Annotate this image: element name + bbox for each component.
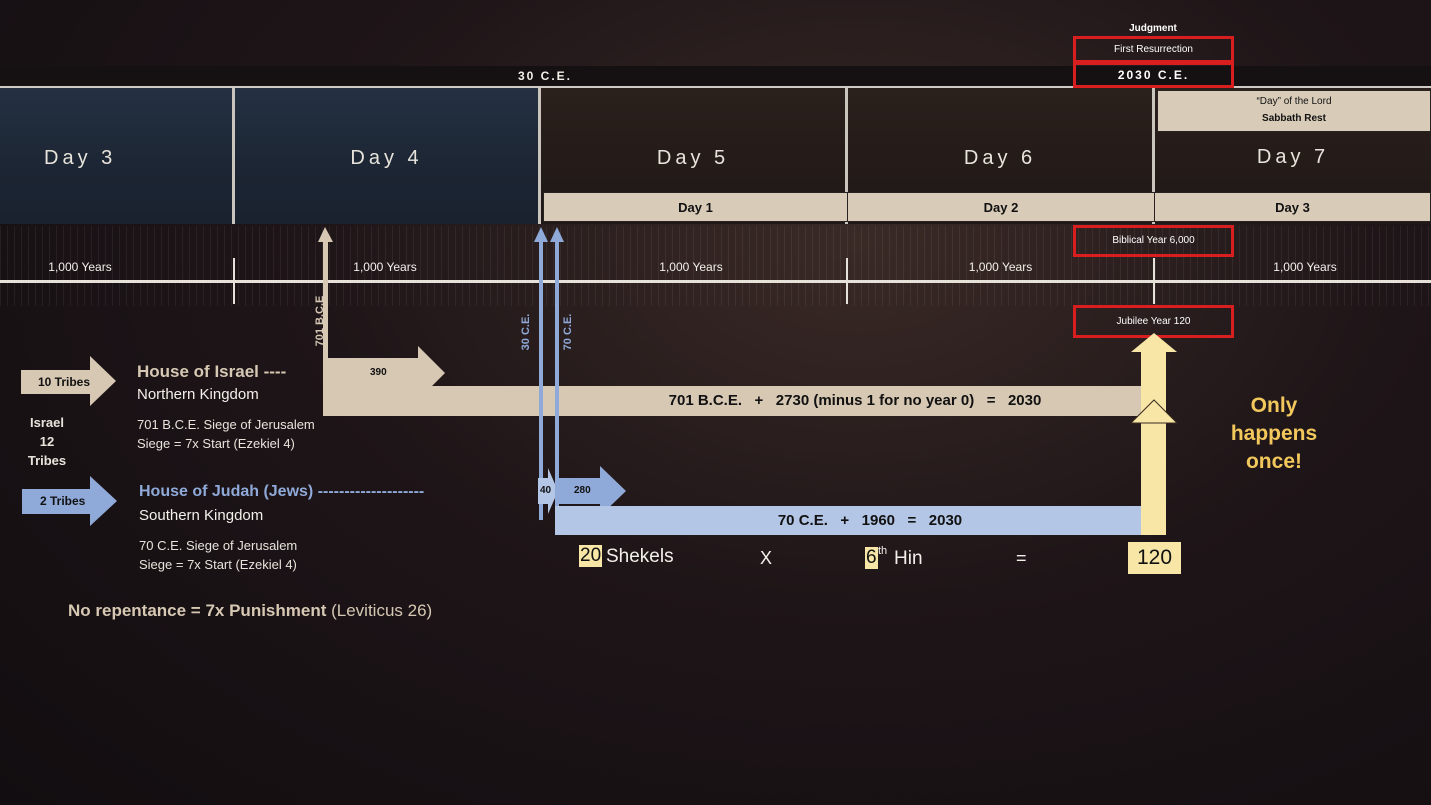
repentance-note: No repentance = 7x Punishment (Leviticus… — [68, 601, 432, 621]
arrow-40-label: 40 — [540, 485, 552, 496]
judah-siege-7x: Siege = 7x Start (Ezekiel 4) — [139, 557, 297, 572]
israel-side-line3: Tribes — [27, 453, 67, 468]
subday-3: Day 3 — [1154, 192, 1431, 222]
israel-side-line2: 12 — [39, 434, 55, 449]
blue-vertical-70 — [555, 240, 559, 520]
yellow-shaft — [1141, 350, 1166, 535]
separator-2 — [846, 258, 848, 304]
arrow-390-label: 390 — [370, 367, 387, 378]
tribes-10-label: 10 Tribes — [38, 375, 91, 389]
year-2030-box: 2030 C.E. — [1073, 62, 1234, 88]
timeline-line — [0, 280, 1431, 283]
day-3-panel: Day 3 — [0, 88, 235, 224]
years-day7: 1,000 Years — [1273, 260, 1337, 274]
arrow-10-tribes — [21, 356, 116, 406]
years-day4: 1,000 Years — [353, 260, 417, 274]
arrow-2-tribes — [22, 476, 117, 526]
arrow-390 — [328, 346, 445, 400]
subday-1: Day 1 — [543, 192, 848, 222]
blue-arrowhead-30 — [534, 227, 548, 242]
result-box: 120 — [1128, 542, 1181, 574]
years-day5: 1,000 Years — [659, 260, 723, 274]
tribes-2-label: 2 Tribes — [40, 494, 86, 508]
judgment-label: Judgment — [1129, 23, 1177, 34]
israel-siege-7x: Siege = 7x Start (Ezekiel 4) — [137, 436, 295, 451]
arrow-280-label: 280 — [574, 485, 591, 496]
judah-equation: 70 C.E. + 1960 = 2030 — [777, 512, 963, 529]
separator-1 — [233, 258, 235, 304]
hin-superscript: th — [878, 545, 888, 557]
israel-title: House of Israel ---- — [137, 362, 287, 381]
repentance-ref: (Leviticus 26) — [326, 601, 433, 620]
judah-title: House of Judah (Jews) ------------------… — [139, 483, 425, 500]
day-7-label: Day 7 — [1256, 146, 1330, 168]
multiply-sign: X — [760, 548, 773, 568]
label-30-ce-vertical: 30 C.E. — [520, 313, 532, 351]
tan-vertical-shaft — [323, 240, 328, 386]
israel-kingdom: Northern Kingdom — [137, 386, 259, 403]
label-30-ce: 30 C.E. — [518, 69, 573, 83]
only-line2: happens — [1230, 422, 1318, 445]
day-of-the-lord-box: “Day” of the Lord Sabbath Rest — [1157, 90, 1431, 132]
day-of-the-lord-label: “Day” of the Lord — [1256, 96, 1332, 107]
only-line1: Only — [1250, 394, 1298, 417]
only-line3: once! — [1245, 450, 1302, 473]
sabbath-rest-label: Sabbath Rest — [1262, 113, 1326, 124]
years-day6: 1,000 Years — [968, 260, 1033, 274]
day-4-label: Day 4 — [350, 147, 423, 169]
biblical-year-box: Biblical Year 6,000 — [1073, 225, 1234, 257]
arrow-280 — [555, 466, 626, 516]
israel-side-line1: Israel — [30, 415, 64, 430]
shekels-number: 20 — [579, 545, 603, 567]
shekels-label: Shekels — [606, 546, 674, 567]
only-happens-once: Only happens once! — [1214, 392, 1334, 476]
equals-sign: = — [1016, 548, 1027, 568]
judah-siege: 70 C.E. Siege of Jerusalem — [139, 538, 298, 553]
label-701-bce-vertical: 701 B.C.E — [314, 295, 326, 347]
israel-bar — [323, 386, 1145, 416]
tan-vertical-arrowhead — [318, 227, 333, 242]
separator-3 — [1153, 258, 1155, 304]
subday-2: Day 2 — [847, 192, 1155, 222]
day-4-panel: Day 4 — [235, 88, 541, 224]
blue-vertical-30 — [539, 240, 543, 520]
label-70-ce-vertical: 70 C.E. — [562, 313, 574, 351]
judah-kingdom: Southern Kingdom — [139, 507, 264, 524]
tick-band — [0, 226, 1431, 306]
arrow-40 — [538, 468, 558, 514]
years-day3: 1,000 Years — [48, 260, 112, 274]
day-3-label: Day 3 — [44, 147, 117, 169]
yellow-arrowhead-top — [1131, 333, 1177, 352]
judah-bar — [555, 506, 1145, 535]
hin-label: Hin — [894, 548, 923, 569]
israel-siege: 701 B.C.E. Siege of Jerusalem — [137, 417, 315, 432]
day-5-label: Day 5 — [656, 147, 730, 169]
blue-arrowhead-70 — [550, 227, 564, 242]
israel-equation: 701 B.C.E. + 2730 (minus 1 for no year 0… — [668, 392, 1042, 409]
repentance-bold: No repentance = 7x Punishment — [68, 601, 327, 620]
first-resurrection-box: First Resurrection — [1073, 36, 1234, 63]
day-6-label: Day 6 — [963, 147, 1037, 169]
hin-number: 6 — [865, 547, 878, 569]
israel-12-tribes: Israel 12 Tribes — [24, 413, 70, 470]
yellow-arrowhead-mid — [1129, 399, 1179, 424]
